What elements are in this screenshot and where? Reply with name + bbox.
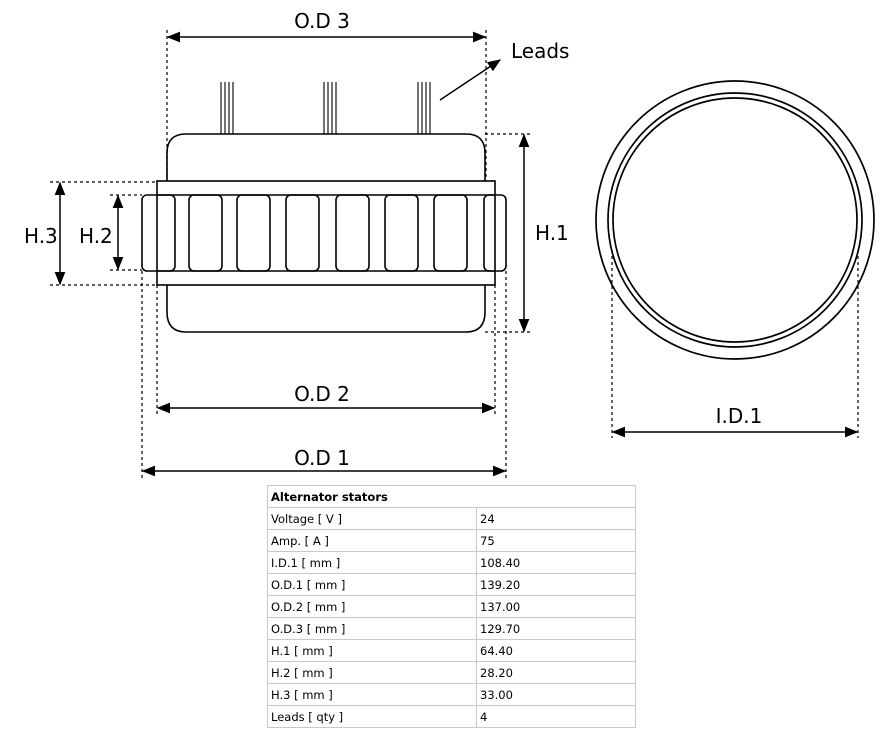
row-label: H.3 [ mm ]	[267, 683, 477, 706]
extension-lines	[50, 30, 859, 478]
middle-ring	[607, 92, 863, 348]
row-value: 64.40	[476, 639, 636, 662]
row-label: I.D.1 [ mm ]	[267, 551, 477, 574]
row-value: 75	[476, 529, 636, 552]
row-value: 137.00	[476, 595, 636, 618]
row-value: 4	[476, 705, 636, 728]
core-teeth	[141, 194, 507, 272]
outer-ring	[595, 80, 875, 360]
inner-ring	[612, 97, 858, 343]
od3-label: O.D 3	[294, 9, 350, 33]
row-label: O.D.2 [ mm ]	[267, 595, 477, 618]
row-value: 33.00	[476, 683, 636, 706]
core-band	[156, 180, 496, 286]
row-label: H.1 [ mm ]	[267, 639, 477, 662]
row-label: Amp. [ A ]	[267, 529, 477, 552]
lower-winding	[166, 285, 486, 333]
od1-label: O.D 1	[294, 446, 350, 470]
lead-wires	[220, 82, 431, 134]
table-row: Voltage [ V ]24	[267, 507, 636, 530]
row-label: O.D.1 [ mm ]	[267, 573, 477, 596]
row-value: 139.20	[476, 573, 636, 596]
stator-top-view	[595, 80, 875, 360]
row-value: 24	[476, 507, 636, 530]
leads-label: Leads	[511, 39, 569, 63]
stator-drawing: O.D 3 Leads H.3 H.2 H.1 O.D 2 O.D 1 I.D.…	[24, 9, 875, 478]
table-row: I.D.1 [ mm ]108.40	[267, 551, 636, 574]
h1-label: H.1	[535, 221, 569, 245]
row-label: H.2 [ mm ]	[267, 661, 477, 684]
table-row: H.2 [ mm ]28.20	[267, 661, 636, 684]
table-row: O.D.1 [ mm ]139.20	[267, 573, 636, 596]
table-title: Alternator stators	[267, 485, 636, 508]
row-value: 108.40	[476, 551, 636, 574]
table-row: O.D.3 [ mm ]129.70	[267, 617, 636, 640]
table-row: Leads [ qty ]4	[267, 705, 636, 728]
h2-label: H.2	[79, 224, 113, 248]
row-label: Voltage [ V ]	[267, 507, 477, 530]
row-label: O.D.3 [ mm ]	[267, 617, 477, 640]
dimension-arrows	[54, 31, 859, 477]
spec-table: Alternator stators Voltage [ V ]24 Amp. …	[267, 485, 636, 728]
h3-label: H.3	[24, 224, 58, 248]
stator-side-view	[141, 133, 507, 333]
upper-winding	[166, 133, 486, 181]
table-header-row: Alternator stators	[267, 485, 636, 508]
table-row: H.1 [ mm ]64.40	[267, 639, 636, 662]
row-value: 28.20	[476, 661, 636, 684]
row-value: 129.70	[476, 617, 636, 640]
od2-label: O.D 2	[294, 382, 350, 406]
row-label: Leads [ qty ]	[267, 705, 477, 728]
leads-pointer	[439, 59, 502, 101]
table-row: O.D.2 [ mm ]137.00	[267, 595, 636, 618]
table-row: Amp. [ A ]75	[267, 529, 636, 552]
table-row: H.3 [ mm ]33.00	[267, 683, 636, 706]
id1-label: I.D.1	[716, 404, 763, 428]
